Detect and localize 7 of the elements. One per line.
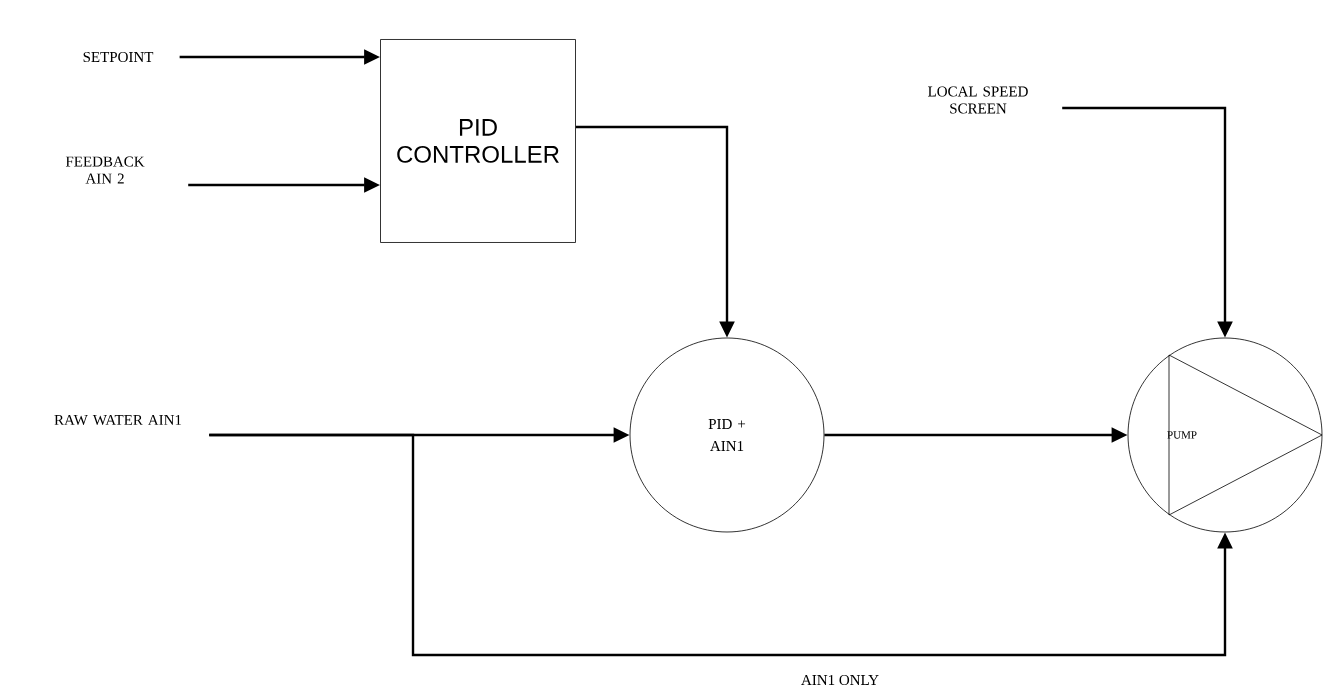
controller-box: PID CONTROLLER (380, 39, 576, 243)
input-label: LOCAL SPEED SCREEN (928, 86, 1028, 114)
signal-label: AIN1 ONLY (801, 674, 879, 686)
arrow (209, 433, 1233, 657)
input-label: SETPOINT (83, 51, 154, 63)
input-label: FEEDBACK AIN 2 (65, 156, 145, 184)
input-label: RAW WATER AIN1 (54, 414, 182, 426)
